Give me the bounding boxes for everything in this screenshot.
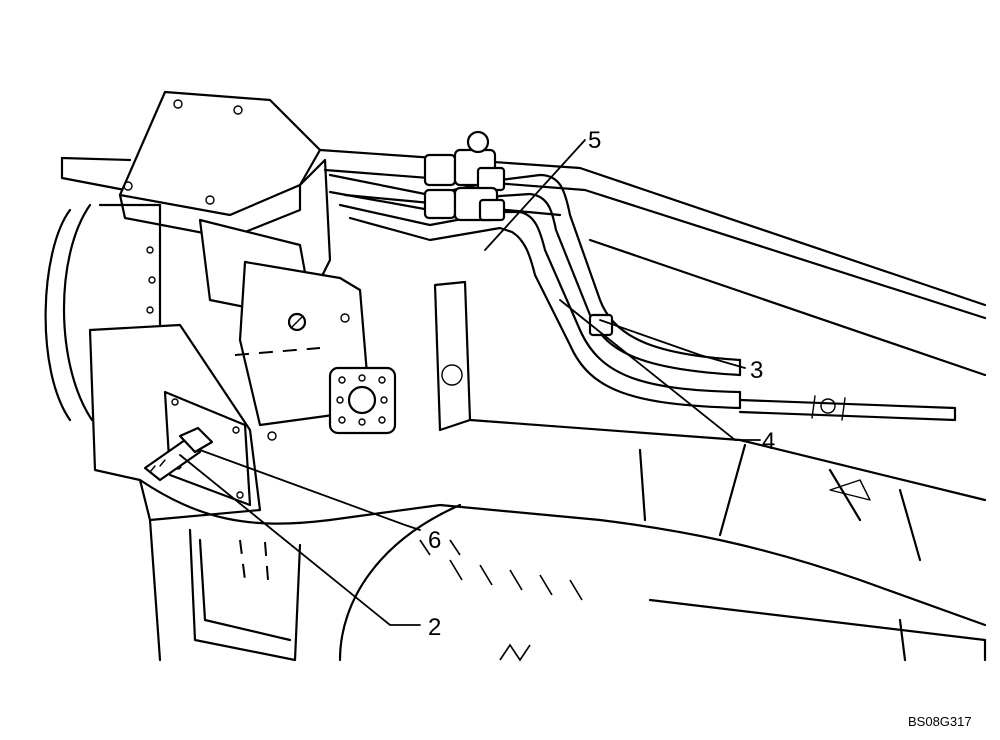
square-flange <box>328 366 397 435</box>
leader-5 <box>484 139 586 251</box>
body-hatching <box>419 539 583 662</box>
drawing-code: BS08G317 <box>908 714 972 729</box>
fitting-cluster <box>423 130 614 337</box>
callout-5: 5 <box>588 127 601 154</box>
callout-3: 3 <box>750 357 763 384</box>
side-plate <box>163 390 252 507</box>
leader-4 <box>559 299 761 441</box>
upper-mount-plate <box>118 90 322 240</box>
callout-6: 6 <box>428 527 441 554</box>
hydraulic-tubes <box>328 173 957 422</box>
leader-2 <box>179 454 421 626</box>
leader-6 <box>199 449 421 531</box>
callout-2: 2 <box>428 614 441 641</box>
leader-3 <box>599 319 746 369</box>
vertical-strut <box>433 280 472 432</box>
leader-lines <box>179 139 761 626</box>
callout-4: 4 <box>762 428 775 455</box>
grease-fitting <box>143 426 214 482</box>
